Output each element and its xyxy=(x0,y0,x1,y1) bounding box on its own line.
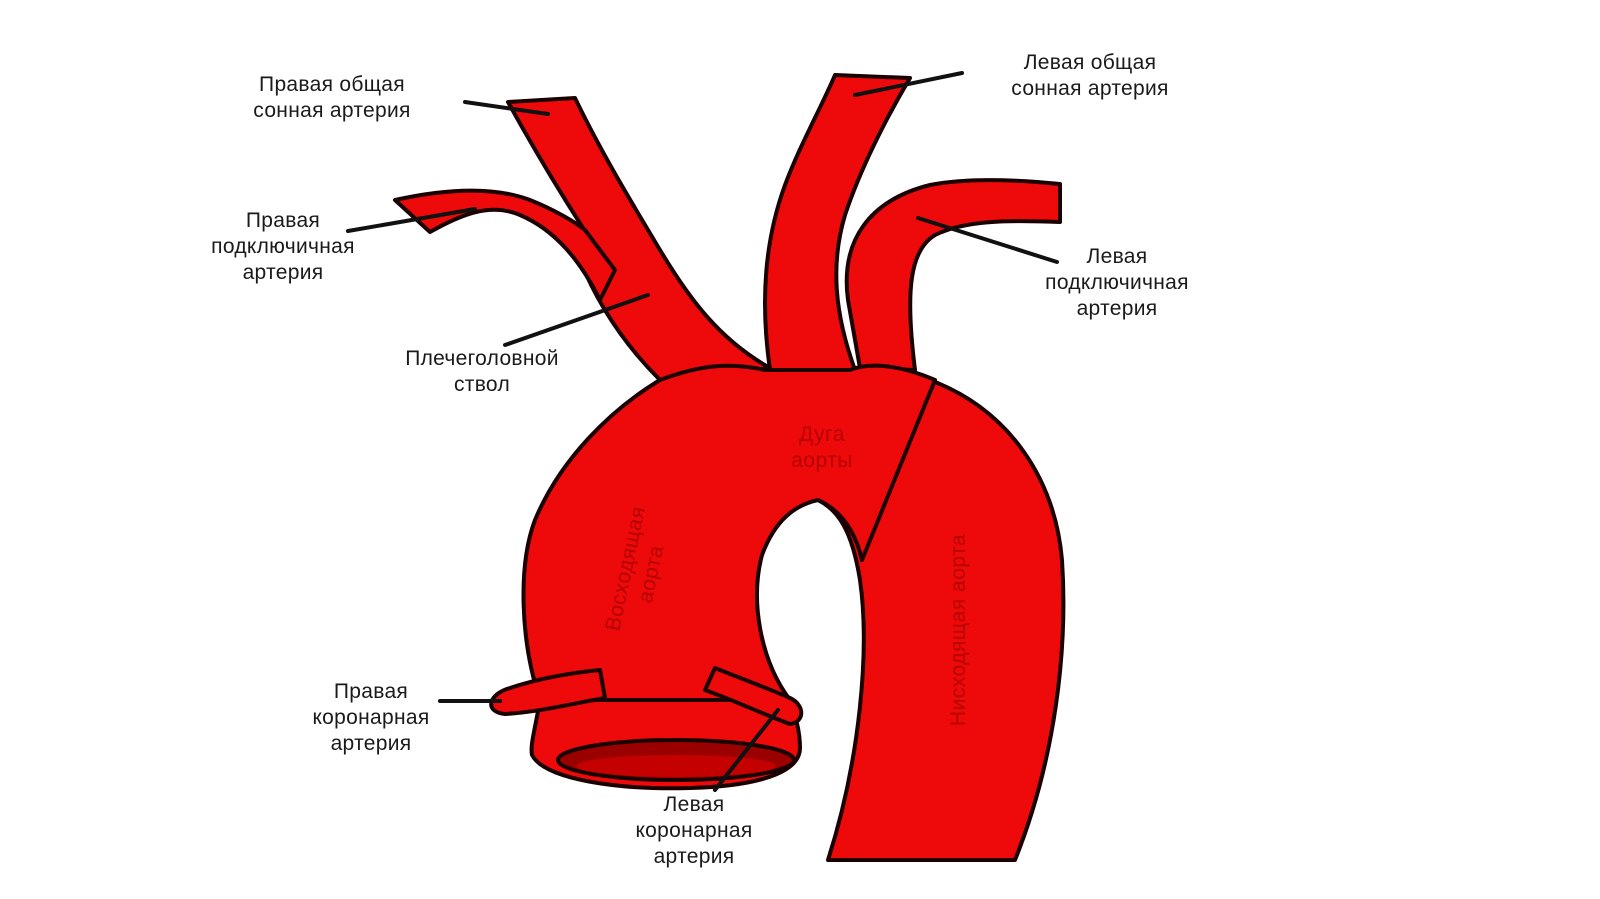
leader-left-coronary xyxy=(713,708,780,792)
right-coronary-label: Правая коронарная артерия xyxy=(312,680,430,755)
leader-right-subclavian xyxy=(346,207,477,233)
right-subclavian-label: Правая подключичная артерия xyxy=(211,209,355,284)
aortic-arch-label: Дуга xyxy=(799,423,845,446)
right-subclavian-artery-shape xyxy=(393,188,617,302)
right-common-carotid-label: Правая общая сонная артерия xyxy=(253,73,411,122)
brachiocephalic-trunk-shape xyxy=(506,96,772,382)
descending-aorta-label: Нисходящая аорта xyxy=(947,534,970,726)
svg-text:Нисходящая аорта: Нисходящая аорта xyxy=(947,534,970,726)
leader-left-subclavian xyxy=(916,216,1059,264)
leader-brachiocephalic xyxy=(503,293,650,347)
left-subclavian-label: Левая подключичная артерия xyxy=(1045,245,1189,320)
leader-left-common-carotid xyxy=(853,71,964,97)
aortic-arch-shape xyxy=(521,363,937,737)
left-common-carotid-label: Левая общая сонная артерия xyxy=(1011,51,1169,100)
left-subclavian-artery-shape xyxy=(844,178,1062,372)
brachiocephalic-trunk-label: Плечеголовной ствол xyxy=(405,347,559,396)
right-coronary-artery-shape xyxy=(489,668,607,716)
leader-right-common-carotid xyxy=(463,100,550,116)
left-coronary-label: Левая коронарная артерия xyxy=(635,793,753,868)
aortic-arch-label-line2: аорты xyxy=(791,449,853,472)
